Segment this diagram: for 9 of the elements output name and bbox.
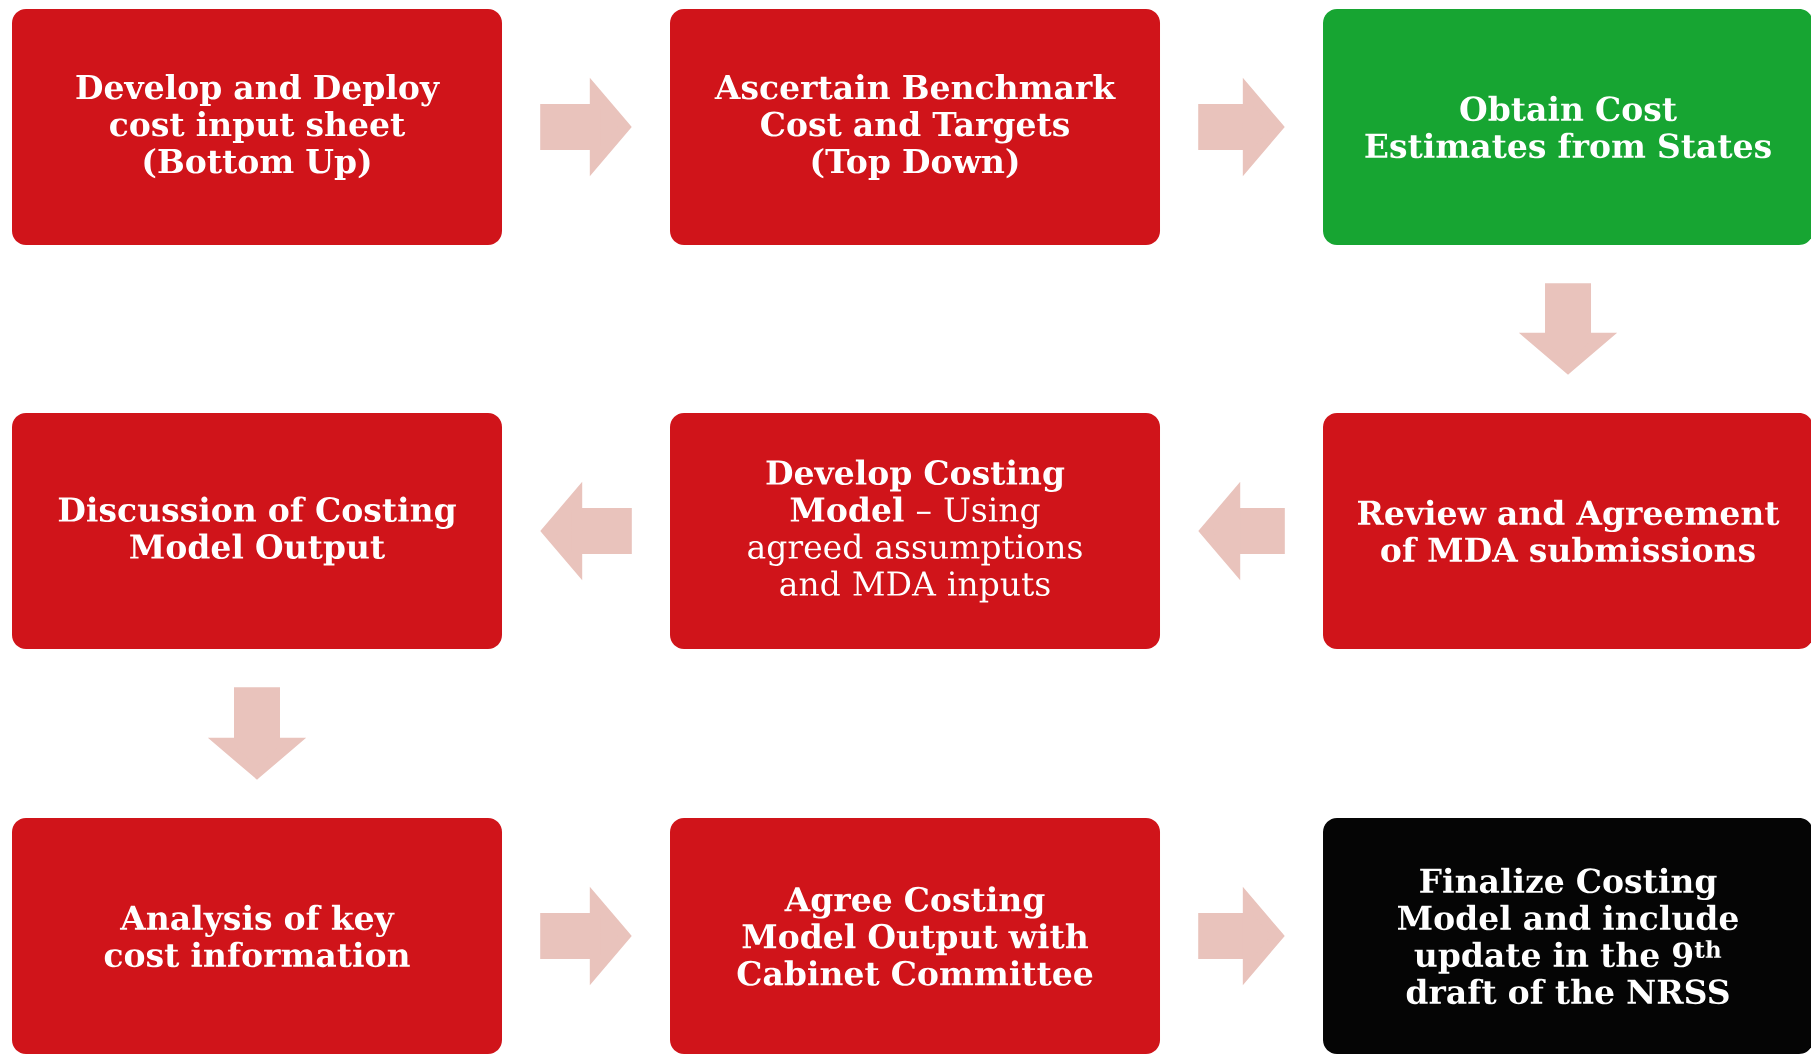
process-box: Finalize Costing Model and include update in the 9$^{th}$ draft of the NRSS <box>1323 818 1811 1054</box>
process-box: Agree Costing Model Output with Cabinet Committee <box>670 818 1160 1054</box>
process-box: Ascertain Benchmark Cost and Targets (Top Down) <box>670 9 1160 245</box>
process-box: Analysis of key cost information <box>12 818 502 1054</box>
process-box: Develop Costing Model – Using agreed assumptions and MDA inputs <box>670 413 1160 649</box>
process-box: Discussion of Costing Model Output <box>12 413 502 649</box>
process-box: Develop and Deploy cost input sheet (Bottom Up) <box>12 9 502 245</box>
process-box: Review and Agreement of MDA submissions <box>1323 413 1811 649</box>
process-box: Obtain Cost Estimates from States <box>1323 9 1811 245</box>
